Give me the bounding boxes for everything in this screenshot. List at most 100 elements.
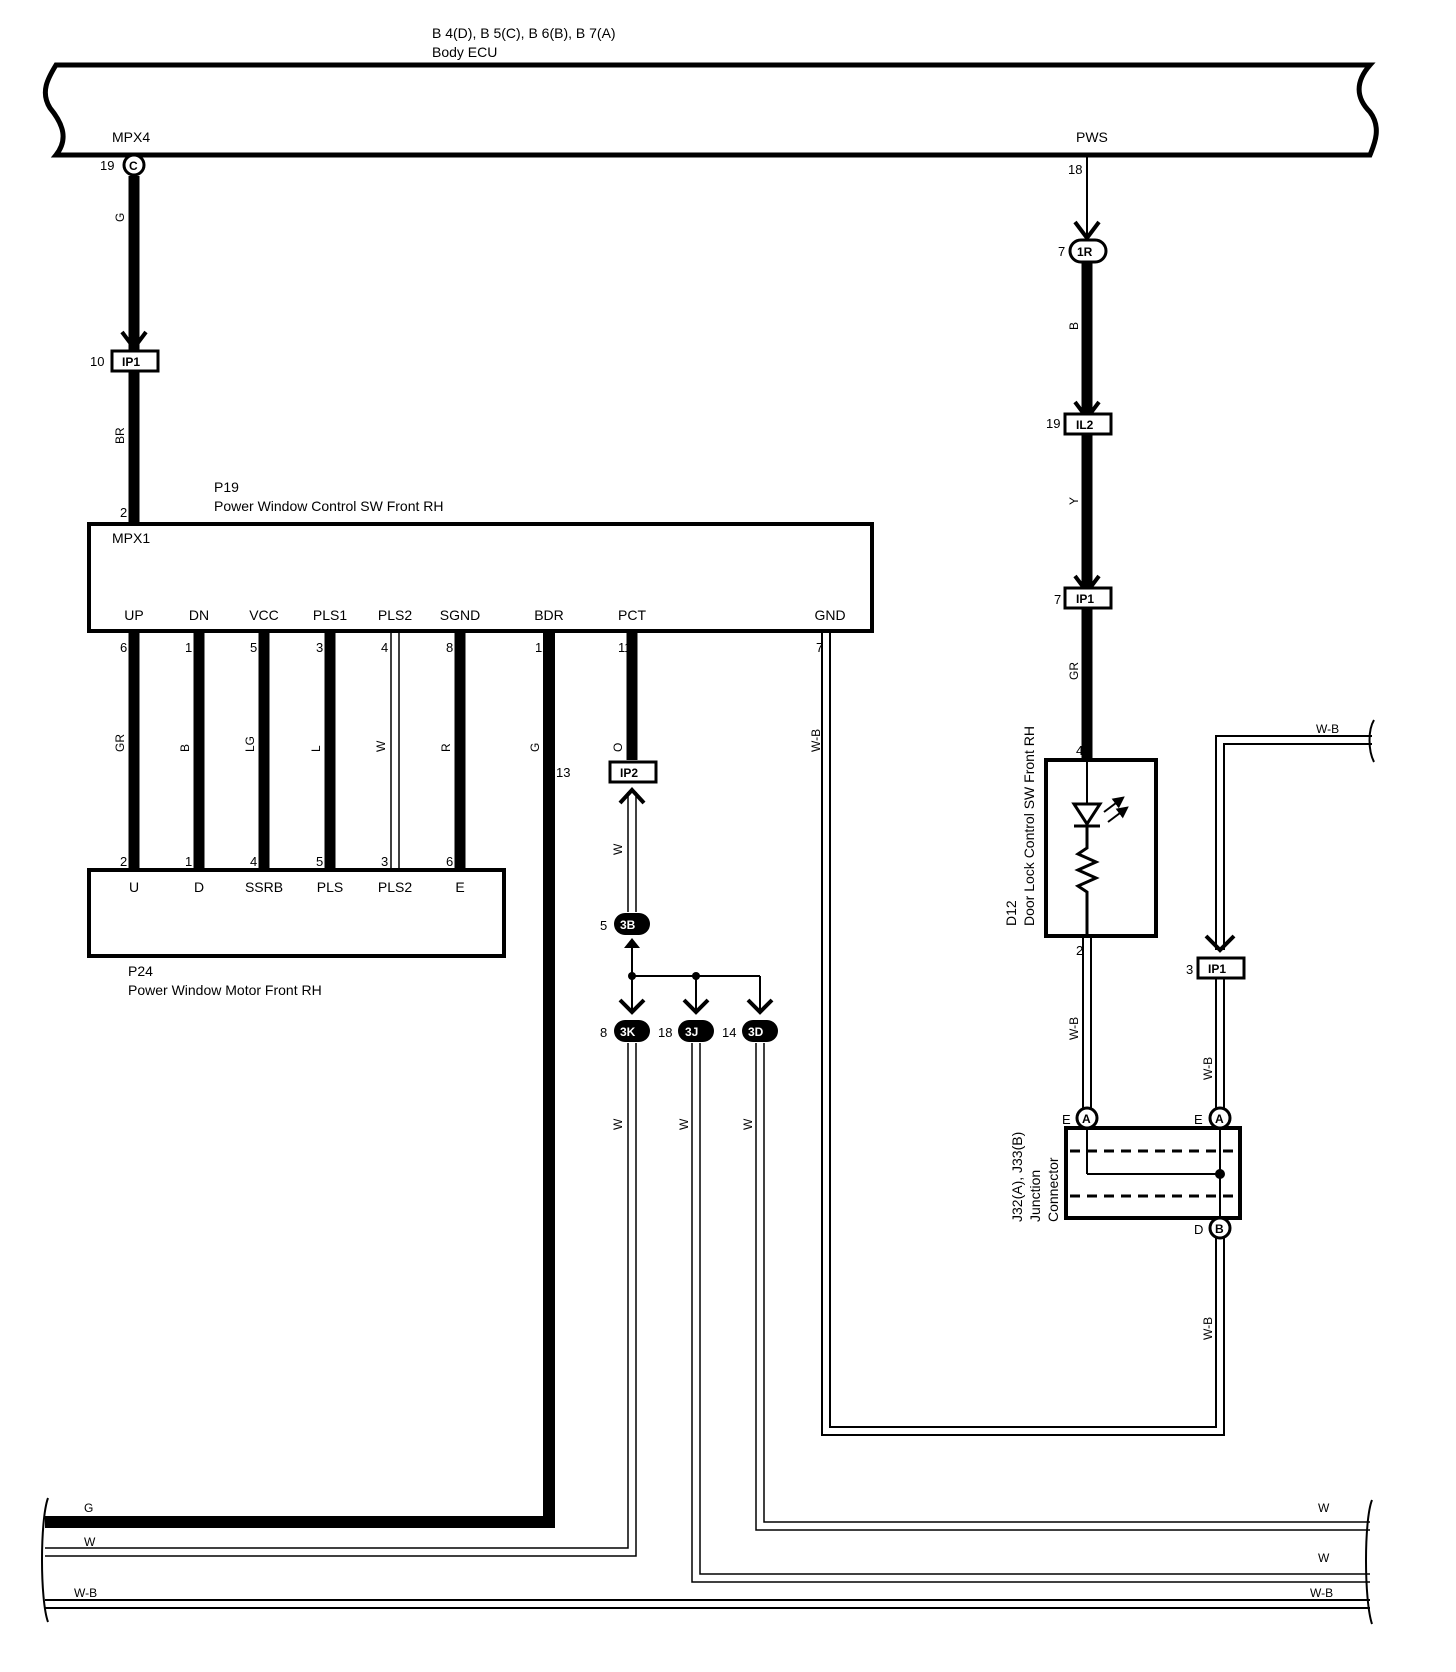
d12-pin-2: 2	[1076, 943, 1083, 958]
p19-wire-color: LG	[243, 736, 257, 752]
ip2-label: IP2	[620, 766, 638, 780]
junction-connector: J32(A), J33(B) Junction Connector E A E …	[1009, 1106, 1242, 1340]
p24-body	[87, 868, 506, 958]
p19-terminal-mpx1: MPX1	[112, 530, 150, 546]
wire-color-y: Y	[1067, 497, 1081, 505]
wire-pws: 7 1R B 19 IL2 Y 7 IP1 GR	[1046, 156, 1113, 760]
wire-color-w-3j: W	[677, 1118, 691, 1130]
p19-top-pin: 2	[120, 505, 127, 520]
d12-pin-4: 4	[1076, 743, 1083, 758]
il2-label: IL2	[1076, 418, 1094, 432]
wire-pct: 13 IP2 W 5 3B 8 3K 18 3J 14 3D W	[45, 632, 1370, 1583]
p19-terminal-label: DN	[189, 607, 209, 623]
p19-body	[87, 522, 874, 633]
p19-wire-color: W-B	[809, 729, 823, 752]
j3j-pin: 18	[658, 1025, 672, 1040]
ecu-body-outline	[42, 62, 1379, 158]
wire-mpx4: G 10 IP1 BR	[90, 176, 160, 524]
p19-pin-number: 3	[316, 640, 323, 655]
junction-id: J32(A), J33(B)	[1009, 1132, 1025, 1222]
p19-terminal-label: PLS1	[313, 607, 347, 623]
p19-switch: P19 Power Window Control SW Front RH 2 M…	[87, 479, 874, 655]
il2-connector	[1063, 412, 1113, 436]
p19-terminal-label: VCC	[249, 607, 279, 623]
ip1b-connector	[1063, 586, 1113, 610]
junction-name-2: Connector	[1045, 1157, 1061, 1222]
p19-pin-number: 7	[816, 640, 823, 655]
p24-name: Power Window Motor Front RH	[128, 982, 322, 998]
resistor-icon	[1074, 826, 1100, 936]
ip1a-label: IP1	[122, 355, 140, 369]
ip1b-label: IP1	[1076, 592, 1094, 606]
p19-pin-number: 6	[120, 640, 127, 655]
ip1c-connector	[1196, 956, 1246, 980]
p19-wire-color: B	[178, 744, 192, 752]
ecu-connector-c-label: C	[129, 159, 138, 173]
p24-terminal-label: SSRB	[245, 879, 283, 895]
p24-pin-number: 5	[316, 854, 323, 869]
junction-term-b: B	[1215, 1222, 1224, 1236]
junction-term-e1: E	[1062, 1112, 1071, 1127]
p24-pin-number: 3	[381, 854, 388, 869]
p19-pin-number: 1	[185, 640, 192, 655]
p24-pin-number: 2	[120, 854, 127, 869]
ir1-label: 1R	[1077, 245, 1093, 259]
junction-term-a2: A	[1215, 1112, 1224, 1126]
j3j-connector	[678, 1020, 714, 1042]
p19-wire-color: L	[309, 745, 323, 752]
wire-color-w-3d: W	[741, 1118, 755, 1130]
wire-right-ground-in: W-B 3 IP1 W-B	[1186, 719, 1375, 1110]
wire-bdr	[45, 632, 555, 1528]
p24-terminal-label: D	[194, 879, 204, 895]
wire-color-wb-junction: W-B	[1201, 1317, 1215, 1340]
j3b-label: 3B	[620, 918, 636, 932]
ir1-pin: 7	[1058, 244, 1065, 259]
junction-pin-a2	[1208, 1106, 1232, 1130]
ecu-terminal-pws: PWS	[1076, 129, 1108, 145]
p24-pin-number: 1	[185, 854, 192, 869]
d12-body	[1044, 758, 1158, 938]
ecu-pin-19: 19	[100, 158, 114, 173]
p19-wire-color: R	[439, 743, 453, 752]
body-ecu: B 4(D), B 5(C), B 6(B), B 7(A) Body ECU …	[42, 25, 1379, 177]
wire-color-gr-pws: GR	[1067, 662, 1081, 680]
wire-color-w-3k: W	[611, 1118, 625, 1130]
p19-terminal-label: BDR	[534, 607, 564, 623]
ip1b-pin: 7	[1054, 592, 1061, 607]
p19-terminal-label: PLS2	[378, 607, 412, 623]
p19-wire-color: GR	[113, 734, 127, 752]
wire-color-wb-top-right: W-B	[1316, 722, 1339, 736]
bus-right-w1: W	[1318, 1501, 1330, 1515]
p19-terminal-label: GND	[814, 607, 845, 623]
bus-left-w: W	[84, 1535, 96, 1549]
ir1-connector	[1068, 238, 1108, 264]
ip1c-label: IP1	[1208, 962, 1226, 976]
p19-pin-number: 5	[250, 640, 257, 655]
ip2-connector	[608, 760, 658, 784]
j3d-label: 3D	[748, 1025, 764, 1039]
ecu-name-label: Body ECU	[432, 44, 497, 60]
p24-terminal-label: E	[455, 879, 464, 895]
j3k-label: 3K	[620, 1025, 636, 1039]
p19-terminal-label: SGND	[440, 607, 480, 623]
ecu-terminal-mpx4: MPX4	[112, 129, 150, 145]
p24-id: P24	[128, 963, 153, 979]
p19-pin-number: 8	[446, 640, 453, 655]
p24-terminal-label: PLS2	[378, 879, 412, 895]
wire-color-wb-d12: W-B	[1067, 1017, 1081, 1040]
j3d-pin: 14	[722, 1025, 736, 1040]
ecu-connector-c	[122, 153, 146, 177]
d12-id: D12	[1003, 900, 1019, 926]
wire-gnd	[821, 632, 1225, 1436]
bottom-bus: G W W-B W W W-B	[41, 1497, 1373, 1625]
wire-color-wb-ip1: W-B	[1201, 1057, 1215, 1080]
wire-color-br: BR	[113, 427, 127, 444]
j3j-label: 3J	[685, 1025, 698, 1039]
p19-terminal-label: UP	[124, 607, 143, 623]
ip1c-pin: 3	[1186, 962, 1193, 977]
p24-terminal-label: U	[129, 879, 139, 895]
ip2-pin: 13	[556, 765, 570, 780]
